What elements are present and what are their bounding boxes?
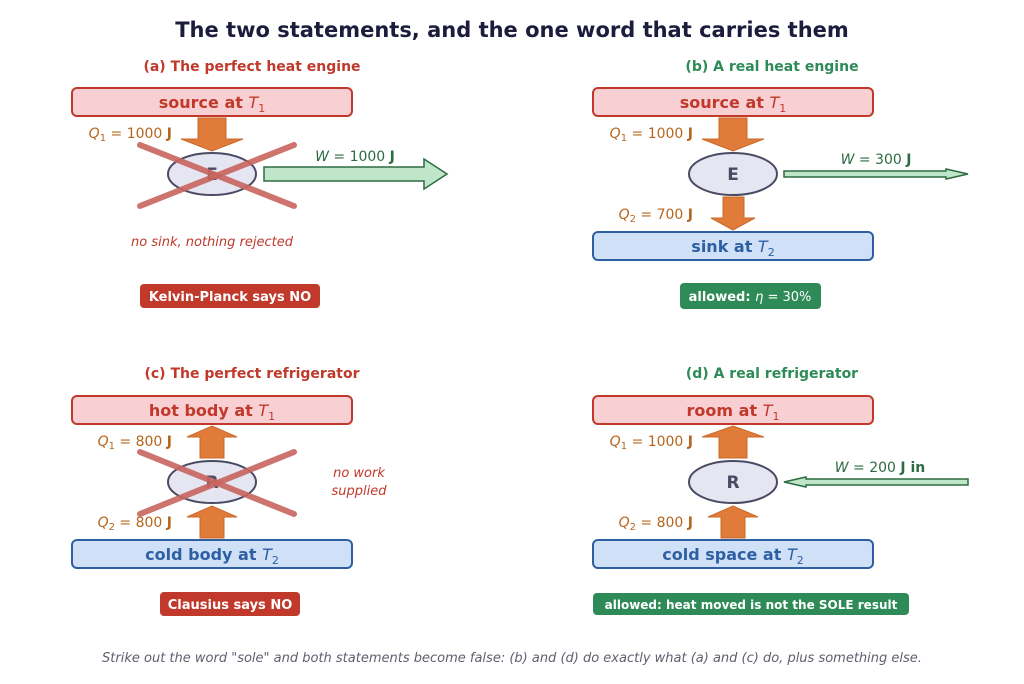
- panel-c-q2-arrow: [186, 505, 238, 539]
- panel-c-note-line2: supplied: [332, 484, 388, 499]
- panel-b-sink-label: sink at T2: [691, 237, 774, 259]
- panel-d-q1-label: Q1 = 1000 J: [610, 434, 693, 452]
- panel-b-verdict-badge: [680, 283, 821, 309]
- panel-d: (d) A real refrigerator room at T1 Q1 = …: [592, 366, 969, 615]
- panel-b-source-box: [592, 87, 874, 117]
- panel-b-source-label: source at T1: [680, 93, 787, 115]
- panel-c-hot-box: [71, 395, 353, 425]
- panel-c-hot-label: hot body at T1: [149, 401, 275, 423]
- panel-d-refrigerator-label: R: [726, 473, 739, 493]
- panel-d-heading: (d) A real refrigerator: [686, 366, 858, 382]
- panel-d-q1-arrow: [701, 425, 765, 459]
- panel-c-heading: (c) The perfect refrigerator: [144, 366, 359, 382]
- panel-a-verdict-badge: [140, 284, 320, 308]
- panel-c-note-line1: no work: [333, 466, 385, 481]
- panel-b-q1-label: Q1 = 1000 J: [610, 126, 693, 144]
- panel-d-work-arrow: [783, 476, 969, 488]
- panel-b-q2-label: Q2 = 700 J: [619, 207, 693, 225]
- panel-b-engine-label: E: [727, 165, 739, 185]
- page-title: The two statements, and the one word tha…: [175, 18, 849, 42]
- panel-c-verdict-badge: [160, 592, 300, 616]
- panel-c: (c) The perfect refrigerator hot body at…: [71, 366, 388, 616]
- panel-c-cold-label: cold body at T2: [145, 545, 279, 567]
- panel-c-cold-box: [71, 539, 353, 569]
- panel-b-q2-arrow: [710, 196, 756, 231]
- panel-c-q1-arrow: [186, 425, 238, 459]
- panel-c-q1-label: Q1 = 800 J: [98, 434, 172, 452]
- panel-d-cold-label: cold space at T2: [662, 545, 803, 567]
- panel-d-work-label: W = 200 J in: [835, 460, 926, 476]
- panel-d-room-label: room at T1: [687, 401, 780, 423]
- footer-note: Strike out the word "sole" and both stat…: [102, 651, 922, 666]
- panel-d-verdict-badge: [593, 593, 909, 615]
- panel-a-cross-out: [137, 142, 297, 209]
- panel-b-work-label: W = 300 J: [841, 152, 912, 168]
- panel-d-verdict: allowed: heat moved is not the SOLE resu…: [605, 598, 898, 612]
- panel-b-work-arrow: [783, 168, 969, 180]
- panel-b-engine: [688, 152, 778, 196]
- panel-b-sink-box: [592, 231, 874, 261]
- panel-a-work-arrow: [263, 157, 449, 191]
- panel-a-note: no sink, nothing rejected: [131, 235, 294, 250]
- panel-a-q1-arrow: [180, 117, 244, 152]
- panel-a-heading: (a) The perfect heat engine: [143, 59, 360, 75]
- panel-d-q2-label: Q2 = 800 J: [619, 515, 693, 533]
- panel-d-room-box: [592, 395, 874, 425]
- panel-a-source-box: [71, 87, 353, 117]
- panel-a-verdict: Kelvin-Planck says NO: [149, 290, 311, 305]
- panel-d-q2-arrow: [707, 505, 759, 539]
- panel-b: (b) A real heat engine source at T1 Q1 =…: [592, 59, 969, 309]
- panel-c-cross-out: [137, 449, 297, 517]
- panel-a-work-label: W = 1000 J: [315, 149, 395, 165]
- panel-a-q1-label: Q1 = 1000 J: [89, 126, 172, 144]
- panel-a-source-label: source at T1: [159, 93, 266, 115]
- panel-d-cold-box: [592, 539, 874, 569]
- panel-c-q2-label: Q2 = 800 J: [98, 515, 172, 533]
- panel-d-refrigerator: [688, 460, 778, 504]
- panel-c-verdict: Clausius says NO: [168, 598, 293, 613]
- panel-b-verdict: allowed: η = 30%: [689, 290, 812, 305]
- panel-b-q1-arrow: [701, 117, 765, 152]
- panel-b-heading: (b) A real heat engine: [685, 59, 858, 75]
- panel-a: (a) The perfect heat engine source at T1…: [71, 59, 449, 308]
